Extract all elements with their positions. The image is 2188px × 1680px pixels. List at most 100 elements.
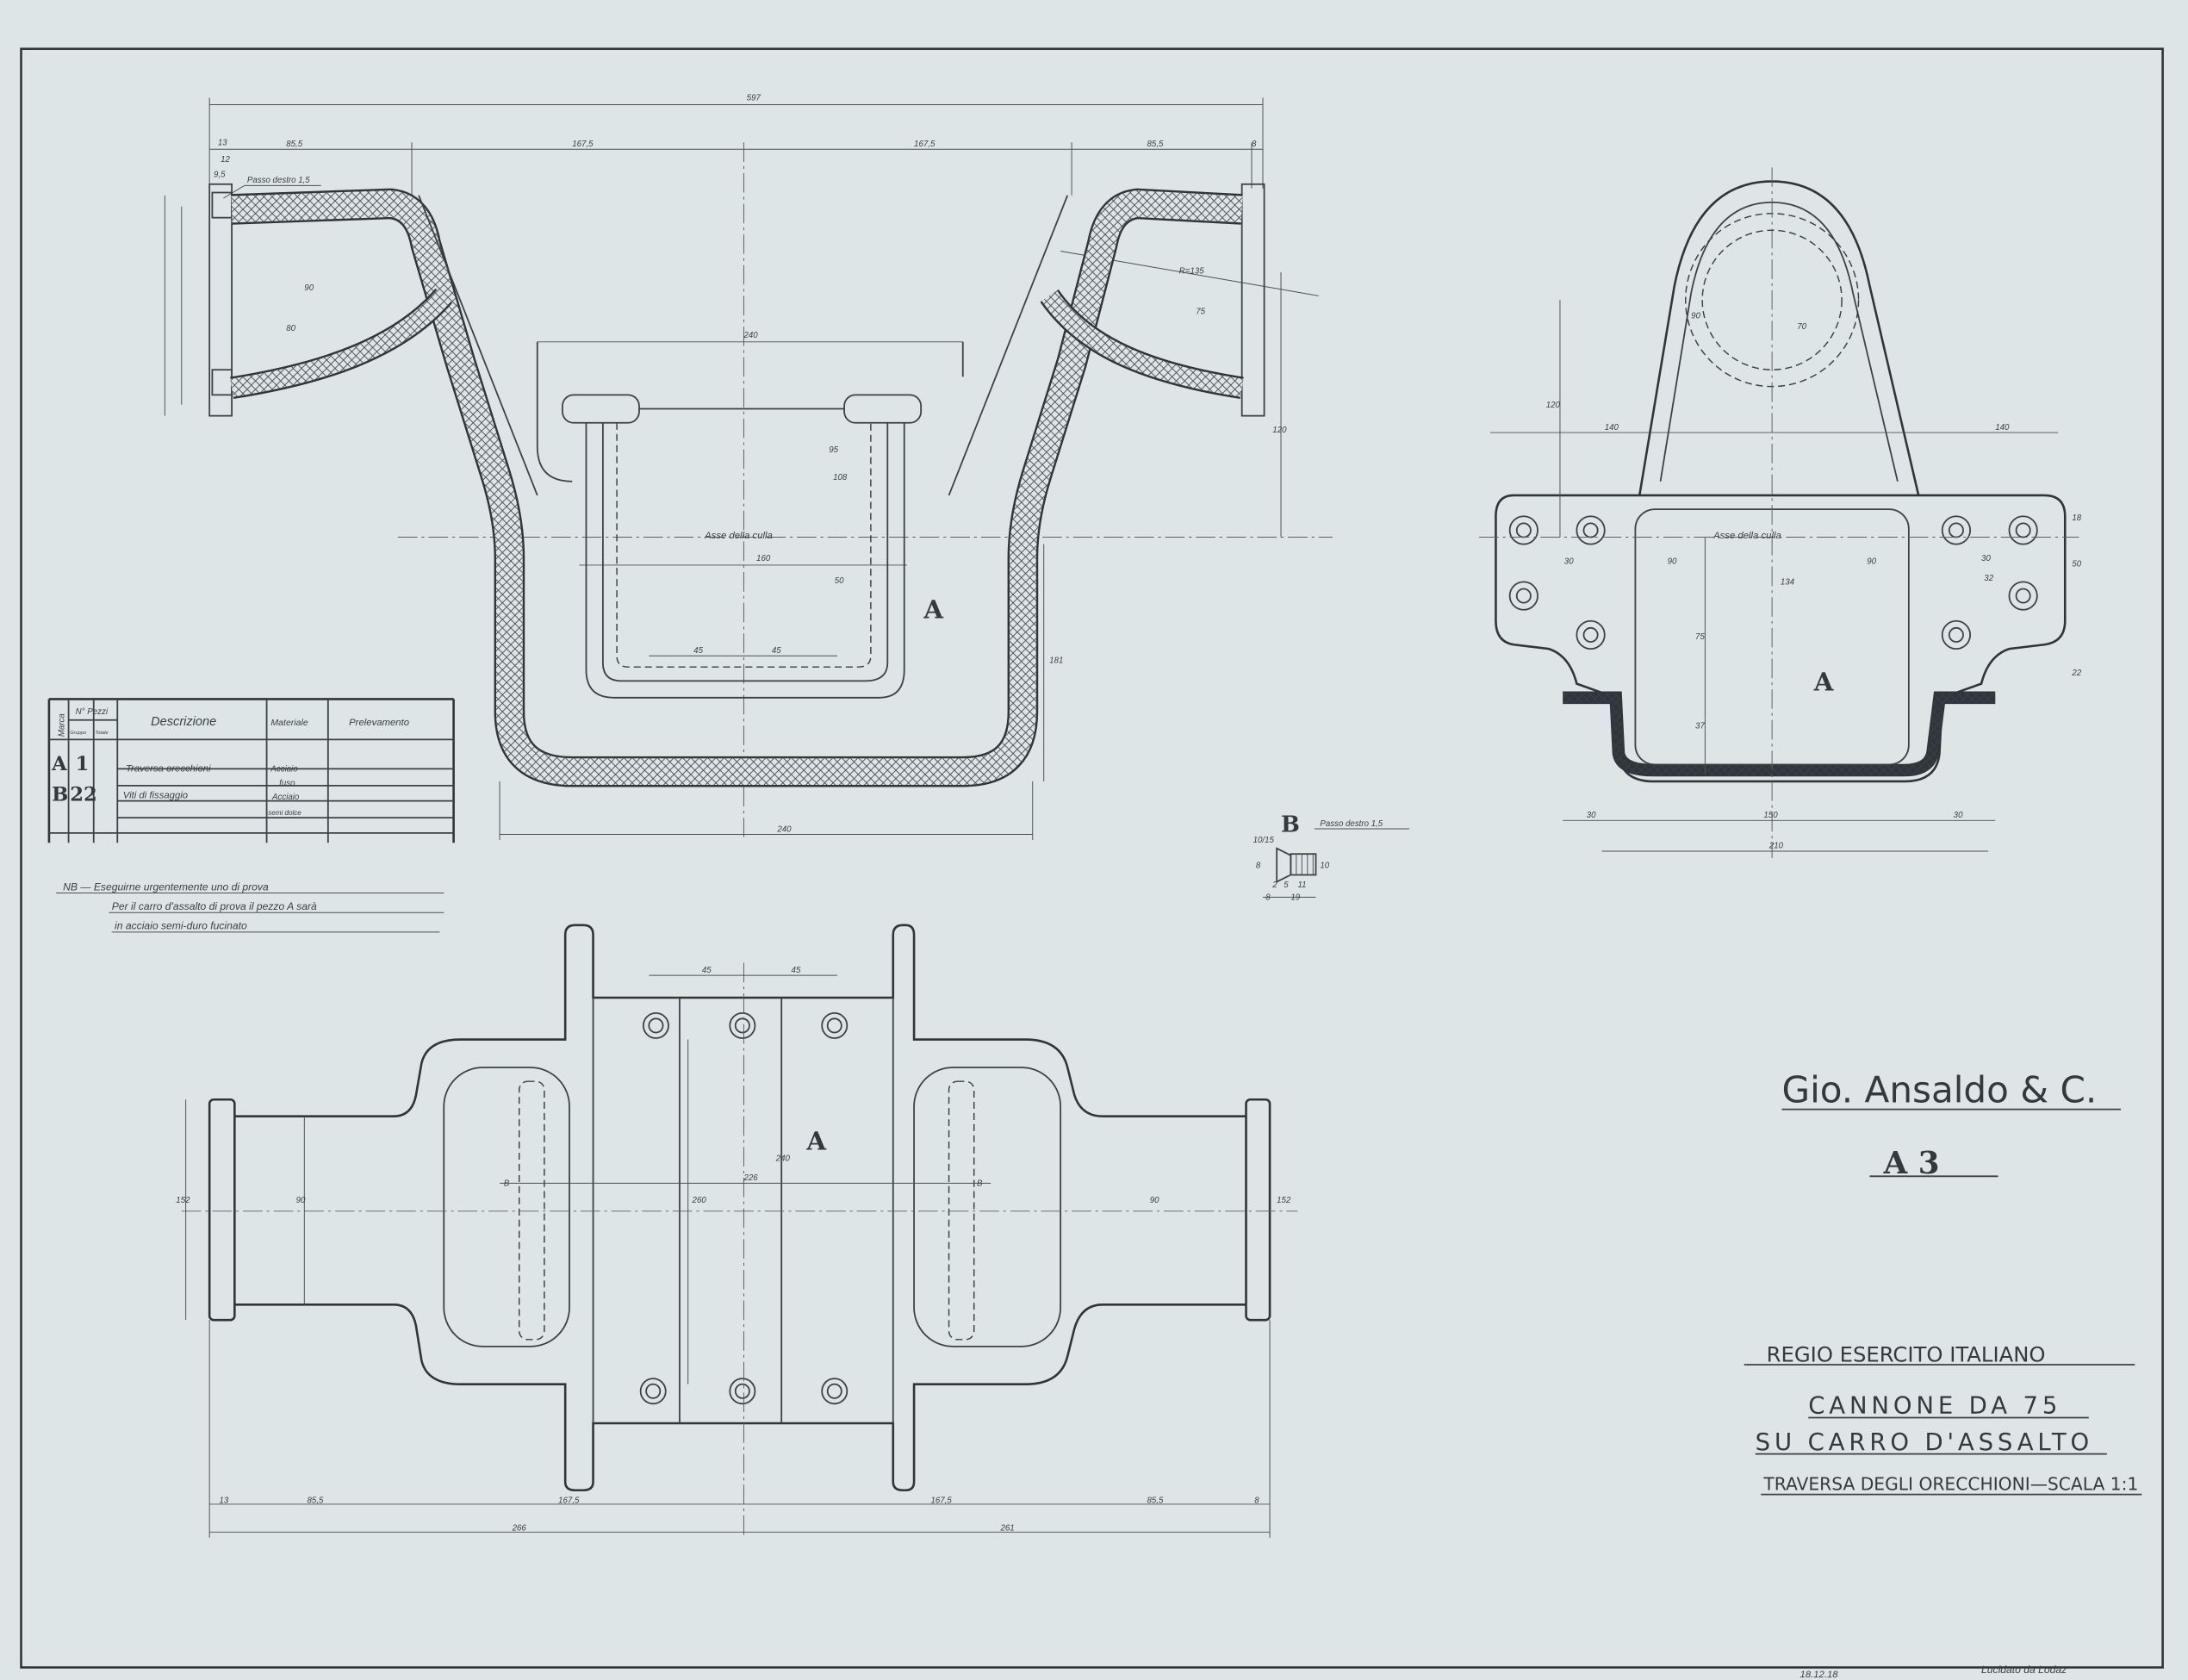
dimension-label: 18	[2072, 513, 2081, 523]
dimension-label: 240	[775, 1154, 791, 1164]
dimension-label: 9,5	[214, 171, 226, 180]
column-header-description: Descrizione	[151, 715, 216, 729]
left-flange	[208, 183, 233, 417]
side-dimension-labels: 140 140 90 90 134 30 30 150 30 30 210 12…	[1546, 311, 2082, 850]
svg-text:Per il carro d'assalto di prov: Per il carro d'assalto di prova il pezzo…	[112, 900, 317, 912]
svg-text:B: B	[52, 784, 68, 806]
plan-dimension-labels: 45 45 226 240 260 152 152 90 90 13 85,5 …	[176, 966, 1291, 1534]
dimension-label: 70	[1797, 322, 1806, 332]
svg-text:fuso: fuso	[279, 779, 295, 788]
dimension-label: 181	[1049, 656, 1063, 665]
dimension-label: 22	[2071, 669, 2081, 678]
dimension-label: 75	[1196, 307, 1205, 316]
axis-label: Asse della culla	[704, 531, 773, 541]
section-marker: B	[504, 1179, 510, 1189]
tracer-signature: Lucidato da Lodaz	[1981, 1664, 2067, 1676]
dimension-label: 152	[1277, 1196, 1291, 1205]
screw-detail-b: B Passo destro 1,5 10/15 8 10 2 5 11 8 1…	[1253, 812, 1410, 903]
svg-text:in acciaio semi-duro fucinato: in acciaio semi-duro fucinato	[115, 920, 247, 932]
title-block: Gio. Ansaldo & C. A 3 REGIO ESERCITO ITA…	[1744, 1068, 2142, 1496]
column-header-mark: Marca	[58, 713, 67, 737]
plan-dimension-lines	[181, 962, 1298, 1538]
dimension-label: 210	[1768, 842, 1784, 851]
dimension-label: 11	[1297, 880, 1306, 890]
dimension-label: 10	[1320, 861, 1329, 870]
table-row: A 1 Traversa orecchioni Acciaio fuso	[51, 753, 298, 788]
dimension-label: 75	[1695, 632, 1705, 642]
part-label-a: A	[1813, 668, 1834, 697]
dimension-label: 95	[829, 445, 838, 455]
dimension-label: 12	[221, 155, 230, 165]
dimension-label: 150	[1763, 811, 1778, 820]
side-view: A Asse della culla 140 140 90 90 134 30 …	[1479, 167, 2082, 859]
cradle-outline	[536, 341, 964, 699]
dimension-label: 80	[286, 324, 295, 333]
title-line-1: CANNONE DA 75	[1808, 1392, 2061, 1420]
dimension-label: 50	[2072, 560, 2081, 569]
svg-text:1: 1	[76, 753, 90, 775]
dimension-label: 45	[702, 966, 712, 975]
trunnion-loop	[1638, 180, 1920, 496]
dimension-label: 90	[1668, 557, 1677, 566]
dimension-label: 13	[218, 138, 227, 147]
dimension-label: 85,5	[1147, 140, 1164, 149]
dimension-label: 160	[756, 554, 771, 563]
svg-text:A: A	[51, 753, 67, 775]
screw-head-icon	[1276, 847, 1292, 884]
dimension-label: 167,5	[931, 1496, 953, 1505]
dimension-label: 90	[1691, 311, 1700, 320]
drawing-number: A 3	[1883, 1146, 1940, 1181]
dimension-label: 226	[743, 1173, 758, 1183]
dimension-label: 45	[792, 966, 801, 975]
dimension-label: 30	[1564, 557, 1574, 566]
dimension-label: 85,5	[286, 140, 302, 149]
dimension-label: 8	[1254, 1496, 1259, 1505]
dimension-label: 240	[776, 824, 792, 834]
svg-text:Acciaio: Acciaio	[271, 793, 300, 802]
table-row: B 22 Viti di fissaggio Acciaio semi dolc…	[52, 784, 301, 817]
screw-thread-icon	[1290, 853, 1317, 876]
svg-text:22: 22	[70, 784, 97, 806]
column-header-material: Materiale	[270, 718, 308, 728]
dimension-label: 2	[1271, 880, 1277, 890]
dimension-label: 8	[1265, 893, 1271, 903]
dimension-label: 13	[220, 1496, 229, 1505]
bolt-icon	[211, 369, 233, 396]
sheet-border	[20, 47, 2164, 1669]
section-marker: B	[977, 1179, 983, 1189]
dimension-label: 167,5	[558, 1496, 580, 1505]
right-flange	[1240, 183, 1265, 417]
part-label-b: B	[1281, 812, 1300, 837]
dimension-label: 140	[1605, 423, 1619, 432]
svg-text:semi dolce: semi dolce	[268, 809, 301, 817]
dimension-label: 19	[1290, 893, 1300, 903]
bolt-holes	[639, 1011, 848, 1405]
nb-note: NB — Eseguirne urgentemente uno di prova…	[56, 880, 444, 933]
dimension-label: 8	[1252, 140, 1257, 149]
drawing-subtitle: TRAVERSA DEGLI ORECCHIONI—SCALA 1:1	[1762, 1474, 2138, 1495]
dimension-label: 30	[1954, 811, 1963, 820]
right-flange	[1245, 1098, 1271, 1322]
svg-text:Viti di fissaggio: Viti di fissaggio	[123, 790, 188, 800]
column-header-notes: Prelevamento	[349, 718, 409, 728]
dimension-label: 90	[1867, 557, 1876, 566]
column-header-qty-group: Gruppo	[70, 731, 86, 736]
dimension-label: 37	[1695, 721, 1705, 731]
dimension-label: 50	[835, 576, 844, 586]
dimension-label: 8	[1256, 861, 1261, 870]
dimension-label: 140	[1995, 423, 2010, 432]
dimension-label: 167,5	[914, 140, 935, 149]
dimension-label: 30	[1587, 811, 1596, 820]
dimension-label: 30	[1981, 554, 1991, 563]
dimension-label: 32	[1984, 574, 1993, 583]
dimension-label: 260	[692, 1196, 707, 1205]
svg-text:NB — Eseguirne urgentemente un: NB — Eseguirne urgentemente uno di prova	[63, 880, 269, 893]
company-name: Gio. Ansaldo & C.	[1781, 1068, 2097, 1111]
dimension-label: 45	[693, 646, 703, 656]
plan-view: A 45 45 226 240 260 152 152 90 90 13 85,…	[176, 924, 1298, 1538]
side-plate-outline	[1495, 494, 2067, 783]
drawing-date: 18.12.18	[1800, 1670, 1839, 1680]
thread-label: Passo destro 1,5	[1320, 819, 1383, 829]
dimension-label: 45	[772, 646, 781, 656]
